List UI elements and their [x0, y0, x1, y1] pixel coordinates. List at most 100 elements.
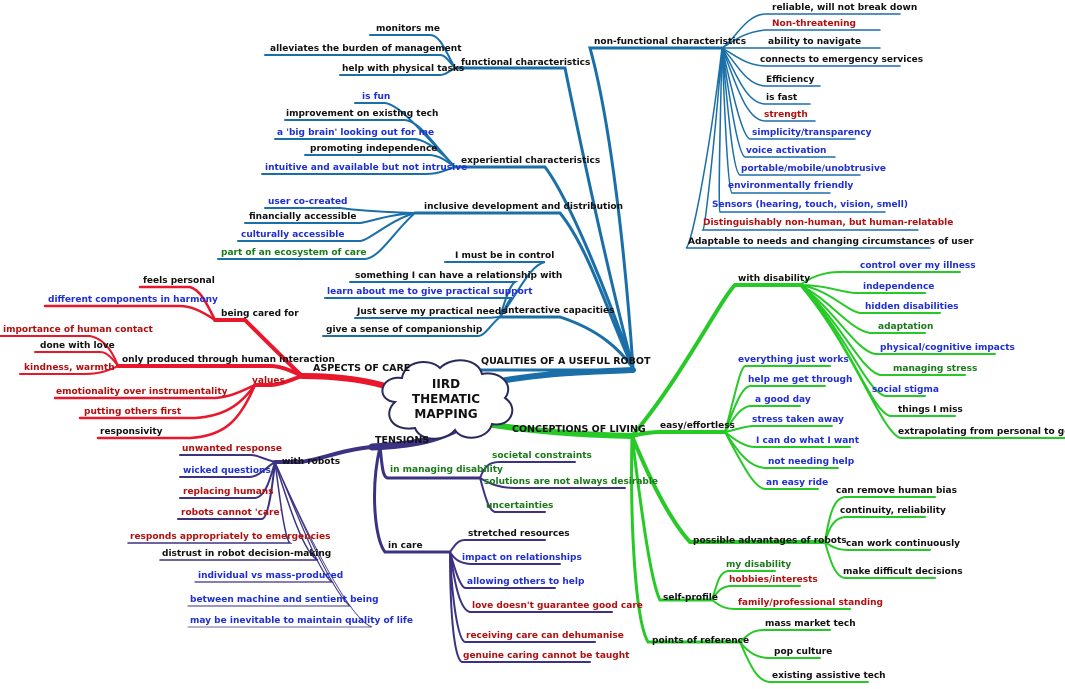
leaf-nonfunc-12: Distinguishably non-human, but human-rel…	[703, 218, 953, 228]
group-label-easy: easy/effortless	[660, 421, 735, 431]
leaf-living-dis-5: managing stress	[893, 364, 977, 374]
leaf-nonfunc-2: ability to navigate	[768, 37, 861, 47]
leaf-living-dis-0: control over my illness	[860, 261, 976, 271]
leaf-living-ref-1: pop culture	[774, 647, 832, 657]
leaf-nonfunc-1: Non-threatening	[772, 19, 856, 29]
branch-label-care: ASPECTS OF CARE	[313, 363, 410, 374]
leaf-living-easy-1: help me get through	[748, 375, 852, 385]
leaf-nonfunc-9: portable/mobile/unobtrusive	[741, 164, 886, 174]
leaf-living-dis-1: independence	[863, 282, 934, 292]
branch-label-qualities: QUALITIES OF A USEFUL ROBOT	[481, 356, 651, 367]
leaf-care-values-2: responsivity	[100, 427, 163, 437]
leaf-living-easy-6: an easy ride	[766, 478, 828, 488]
leaf-care-cared-0: feels personal	[143, 276, 215, 286]
leaf-functional-2: help with physical tasks	[342, 64, 464, 74]
leaf-inclusive-3: part of an ecosystem of care	[221, 248, 367, 258]
leaf-tension-robot-1: wicked questions	[183, 466, 271, 476]
leaf-interactive-0: I must be in control	[455, 251, 554, 261]
group-label-experiential: experiential characteristics	[461, 156, 600, 166]
group-label-being-cared-for: being cared for	[221, 309, 299, 319]
leaf-nonfunc-10: environmentally friendly	[728, 181, 853, 191]
leaf-nonfunc-0: reliable, will not break down	[772, 3, 917, 13]
leaf-living-adv-3: make difficult decisions	[843, 567, 963, 577]
leaf-functional-0: monitors me	[376, 24, 440, 34]
leaf-tension-care-5: genuine caring cannot be taught	[463, 651, 630, 661]
group-label-functional: functional characteristics	[461, 58, 590, 68]
branch-living	[630, 270, 1065, 683]
central-cloud: IIRD THEMATIC MAPPING	[381, 359, 514, 440]
leaf-living-adv-2: can work continuously	[846, 539, 960, 549]
group-label-non-functional: non-functional characteristics	[594, 37, 746, 47]
leaf-tension-disability-0: societal constraints	[492, 451, 592, 461]
branch-label-tensions: TENSIONS	[375, 435, 429, 446]
group-label-managing-disability: in managing disability	[390, 465, 503, 475]
leaf-functional-1: alleviates the burden of management	[270, 44, 462, 54]
leaf-living-adv-1: continuity, reliability	[840, 506, 946, 516]
branch-qualities	[217, 13, 931, 372]
leaf-care-human-1: done with love	[40, 341, 115, 351]
leaf-tension-robot-4: responds appropriately to emergencies	[130, 532, 330, 542]
leaf-tension-robot-0: unwanted response	[182, 444, 282, 454]
leaf-care-human-2: kindness, warmth	[24, 363, 115, 373]
leaf-nonfunc-6: strength	[764, 110, 808, 120]
leaf-living-easy-0: everything just works	[738, 355, 849, 365]
cloud-shape	[381, 359, 514, 440]
leaf-nonfunc-4: Efficiency	[766, 75, 814, 85]
leaf-tension-care-2: allowing others to help	[467, 577, 585, 587]
leaf-experiential-4: intuitive and available but not intrusiv…	[265, 163, 467, 173]
leaf-living-easy-5: not needing help	[768, 457, 855, 467]
group-label-with-robots: with robots	[282, 457, 340, 467]
leaf-tension-robot-5: distrust in robot decision-making	[162, 549, 331, 559]
leaf-living-self-2: family/professional standing	[738, 598, 883, 608]
leaf-inclusive-2: culturally accessible	[241, 230, 345, 240]
leaf-living-adv-0: can remove human bias	[836, 486, 957, 496]
leaf-tension-disability-2: uncertainties	[486, 501, 553, 511]
leaf-nonfunc-8: voice activation	[746, 146, 826, 156]
leaf-living-dis-2: hidden disabilities	[865, 302, 959, 312]
leaf-living-dis-6: social stigma	[872, 385, 939, 395]
leaf-interactive-4: give a sense of companionship	[326, 325, 483, 335]
leaf-nonfunc-13: Adaptable to needs and changing circumst…	[688, 237, 974, 247]
leaf-tension-robot-6: individual vs mass-produced	[198, 571, 343, 581]
leaf-living-ref-0: mass market tech	[765, 619, 856, 629]
group-label-values: values	[252, 376, 285, 386]
group-label-interactive: interactive capacities	[505, 306, 614, 316]
branch-tensions	[127, 445, 626, 663]
group-label-with-disability: with disability	[738, 274, 810, 284]
group-label-advantages: possible advantages of robots	[693, 536, 847, 546]
group-label-in-care: in care	[388, 541, 423, 551]
leaf-nonfunc-5: is fast	[766, 93, 798, 103]
central-title-line3: MAPPING	[414, 407, 477, 421]
leaf-care-cared-1: different components in harmony	[48, 295, 218, 305]
leaf-nonfunc-3: connects to emergency services	[760, 55, 923, 65]
leaf-tension-care-0: stretched resources	[468, 529, 570, 539]
leaf-tension-disability-1: solutions are not always desirable	[484, 477, 658, 487]
group-label-reference: points of reference	[652, 636, 749, 646]
leaf-interactive-3: Just serve my practical needs	[356, 307, 507, 317]
leaf-nonfunc-11: Sensors (hearing, touch, vision, smell)	[712, 200, 908, 210]
leaf-care-values-0: emotionality over instrumentality	[56, 387, 228, 397]
leaf-living-dis-7: things I miss	[898, 405, 963, 415]
leaf-living-self-0: my disability	[726, 560, 791, 570]
branch-label-living: CONCEPTIONS OF LIVING	[512, 424, 646, 435]
leaf-living-easy-2: a good day	[755, 395, 811, 405]
leaf-experiential-3: promoting independence	[310, 144, 437, 154]
leaf-tension-robot-3: robots cannot 'care'	[181, 508, 282, 518]
leaf-living-ref-2: existing assistive tech	[772, 671, 886, 681]
leaf-care-human-0: importance of human contact	[3, 325, 154, 335]
group-label-inclusive: inclusive development and distribution	[424, 202, 623, 212]
central-title-line1: IIRD	[432, 377, 460, 391]
group-label-self-profile: self-profile	[663, 593, 718, 603]
leaf-experiential-1: improvement on existing tech	[286, 109, 438, 119]
leaf-inclusive-1: financially accessible	[249, 212, 357, 222]
leaf-tension-robot-8: may be inevitable to maintain quality of…	[190, 616, 413, 626]
connector-care-main	[299, 373, 395, 391]
leaf-living-easy-3: stress taken away	[752, 415, 844, 425]
leaf-tension-robot-2: replacing humans	[183, 487, 274, 497]
leaf-nonfunc-7: simplicity/transparency	[752, 128, 872, 138]
leaf-living-dis-4: physical/cognitive impacts	[880, 343, 1015, 353]
leaf-living-easy-4: I can do what I want	[756, 436, 860, 446]
leaf-inclusive-0: user co-created	[268, 197, 348, 207]
group-label-human-interaction: only produced through human interaction	[122, 355, 335, 365]
leaf-tension-robot-7: between machine and sentient being	[190, 595, 379, 605]
